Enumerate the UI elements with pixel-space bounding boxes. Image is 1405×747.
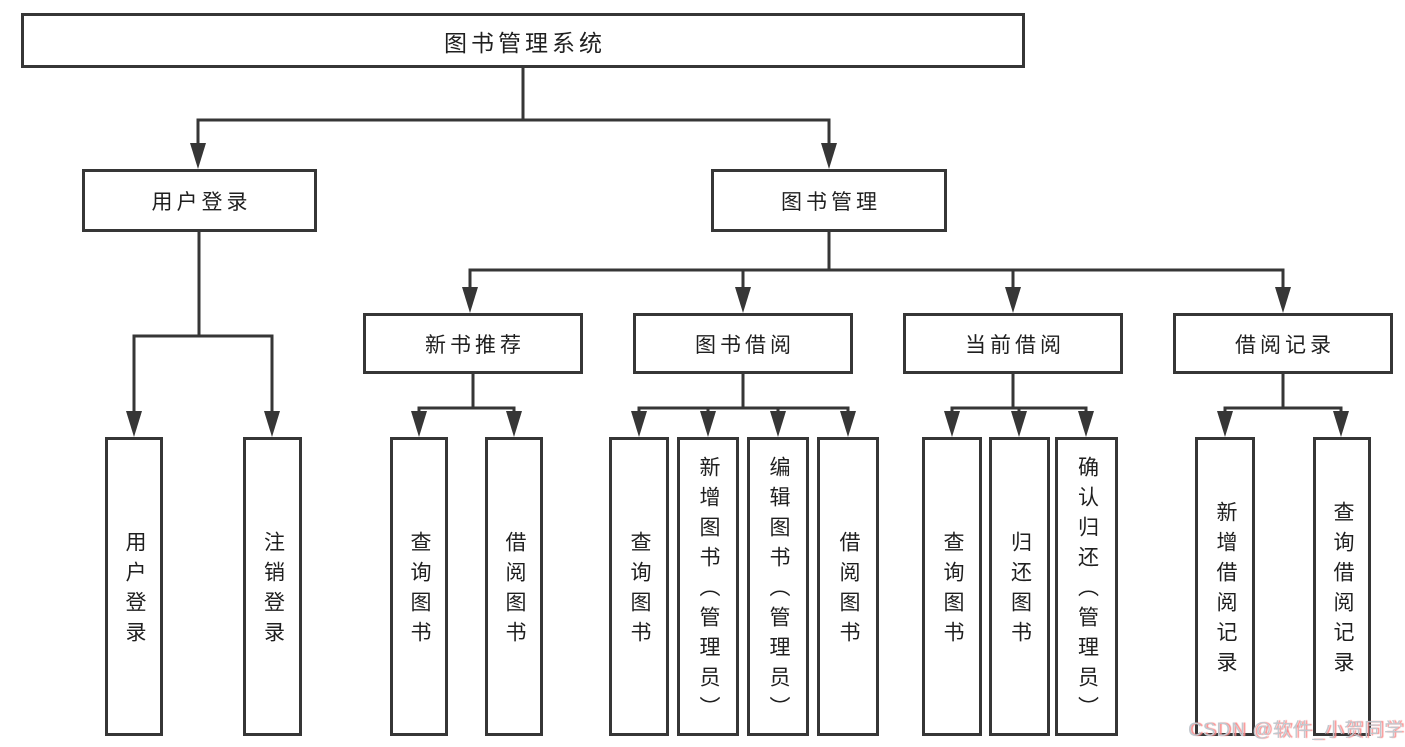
node-label: 查询借阅记录 bbox=[1331, 501, 1354, 681]
node-book-management: 图书管理 bbox=[711, 169, 947, 232]
node-label: 确认归还（管理员） bbox=[1075, 456, 1099, 726]
leaf-borrow-query-books: 查询图书 bbox=[609, 437, 669, 736]
leaf-recommend-query-books: 查询图书 bbox=[390, 437, 448, 736]
node-label: 查询图书 bbox=[941, 531, 964, 651]
node-label: 注销登录 bbox=[261, 531, 285, 651]
leaf-records-query-record: 查询借阅记录 bbox=[1313, 437, 1371, 736]
leaf-records-add-record: 新增借阅记录 bbox=[1195, 437, 1255, 736]
node-label: 图书管理 bbox=[781, 190, 881, 214]
leaf-current-query-books: 查询图书 bbox=[922, 437, 982, 736]
leaf-borrow-add-books-admin: 新增图书（管理员） bbox=[677, 437, 739, 736]
node-label: 借阅图书 bbox=[837, 531, 860, 651]
node-current-borrowing: 当前借阅 bbox=[903, 313, 1123, 374]
node-label: 借阅图书 bbox=[503, 531, 526, 651]
node-label: 查询图书 bbox=[408, 531, 431, 651]
leaf-current-return-books: 归还图书 bbox=[989, 437, 1050, 736]
node-label: 新书推荐 bbox=[425, 333, 525, 357]
node-borrowing-records: 借阅记录 bbox=[1173, 313, 1393, 374]
node-new-book-recommendation: 新书推荐 bbox=[363, 313, 583, 374]
node-label: 图书管理系统 bbox=[444, 29, 606, 56]
node-label: 新增借阅记录 bbox=[1214, 501, 1237, 681]
node-label: 图书借阅 bbox=[695, 333, 795, 357]
node-book-borrowing: 图书借阅 bbox=[633, 313, 853, 374]
node-root-system: 图书管理系统 bbox=[21, 13, 1025, 68]
leaf-borrow-edit-books-admin: 编辑图书（管理员） bbox=[747, 437, 809, 736]
node-label: 用户登录 bbox=[151, 190, 252, 214]
node-label: 借阅记录 bbox=[1235, 333, 1335, 357]
node-label: 归还图书 bbox=[1008, 531, 1032, 651]
leaf-current-confirm-return-admin: 确认归还（管理员） bbox=[1055, 437, 1118, 736]
node-label: 当前借阅 bbox=[965, 333, 1065, 357]
csdn-watermark: CSDN @软件_小贺同学 bbox=[1188, 720, 1404, 741]
leaf-user-login: 用户登录 bbox=[105, 437, 163, 736]
node-label: 查询图书 bbox=[628, 531, 651, 651]
node-label: 编辑图书（管理员） bbox=[767, 456, 790, 726]
leaf-logout: 注销登录 bbox=[243, 437, 302, 736]
node-user-login: 用户登录 bbox=[82, 169, 317, 232]
leaf-recommend-borrow-books: 借阅图书 bbox=[485, 437, 543, 736]
leaf-borrow-borrow-books: 借阅图书 bbox=[817, 437, 879, 736]
node-label: 新增图书（管理员） bbox=[697, 456, 720, 726]
node-label: 用户登录 bbox=[123, 531, 146, 651]
